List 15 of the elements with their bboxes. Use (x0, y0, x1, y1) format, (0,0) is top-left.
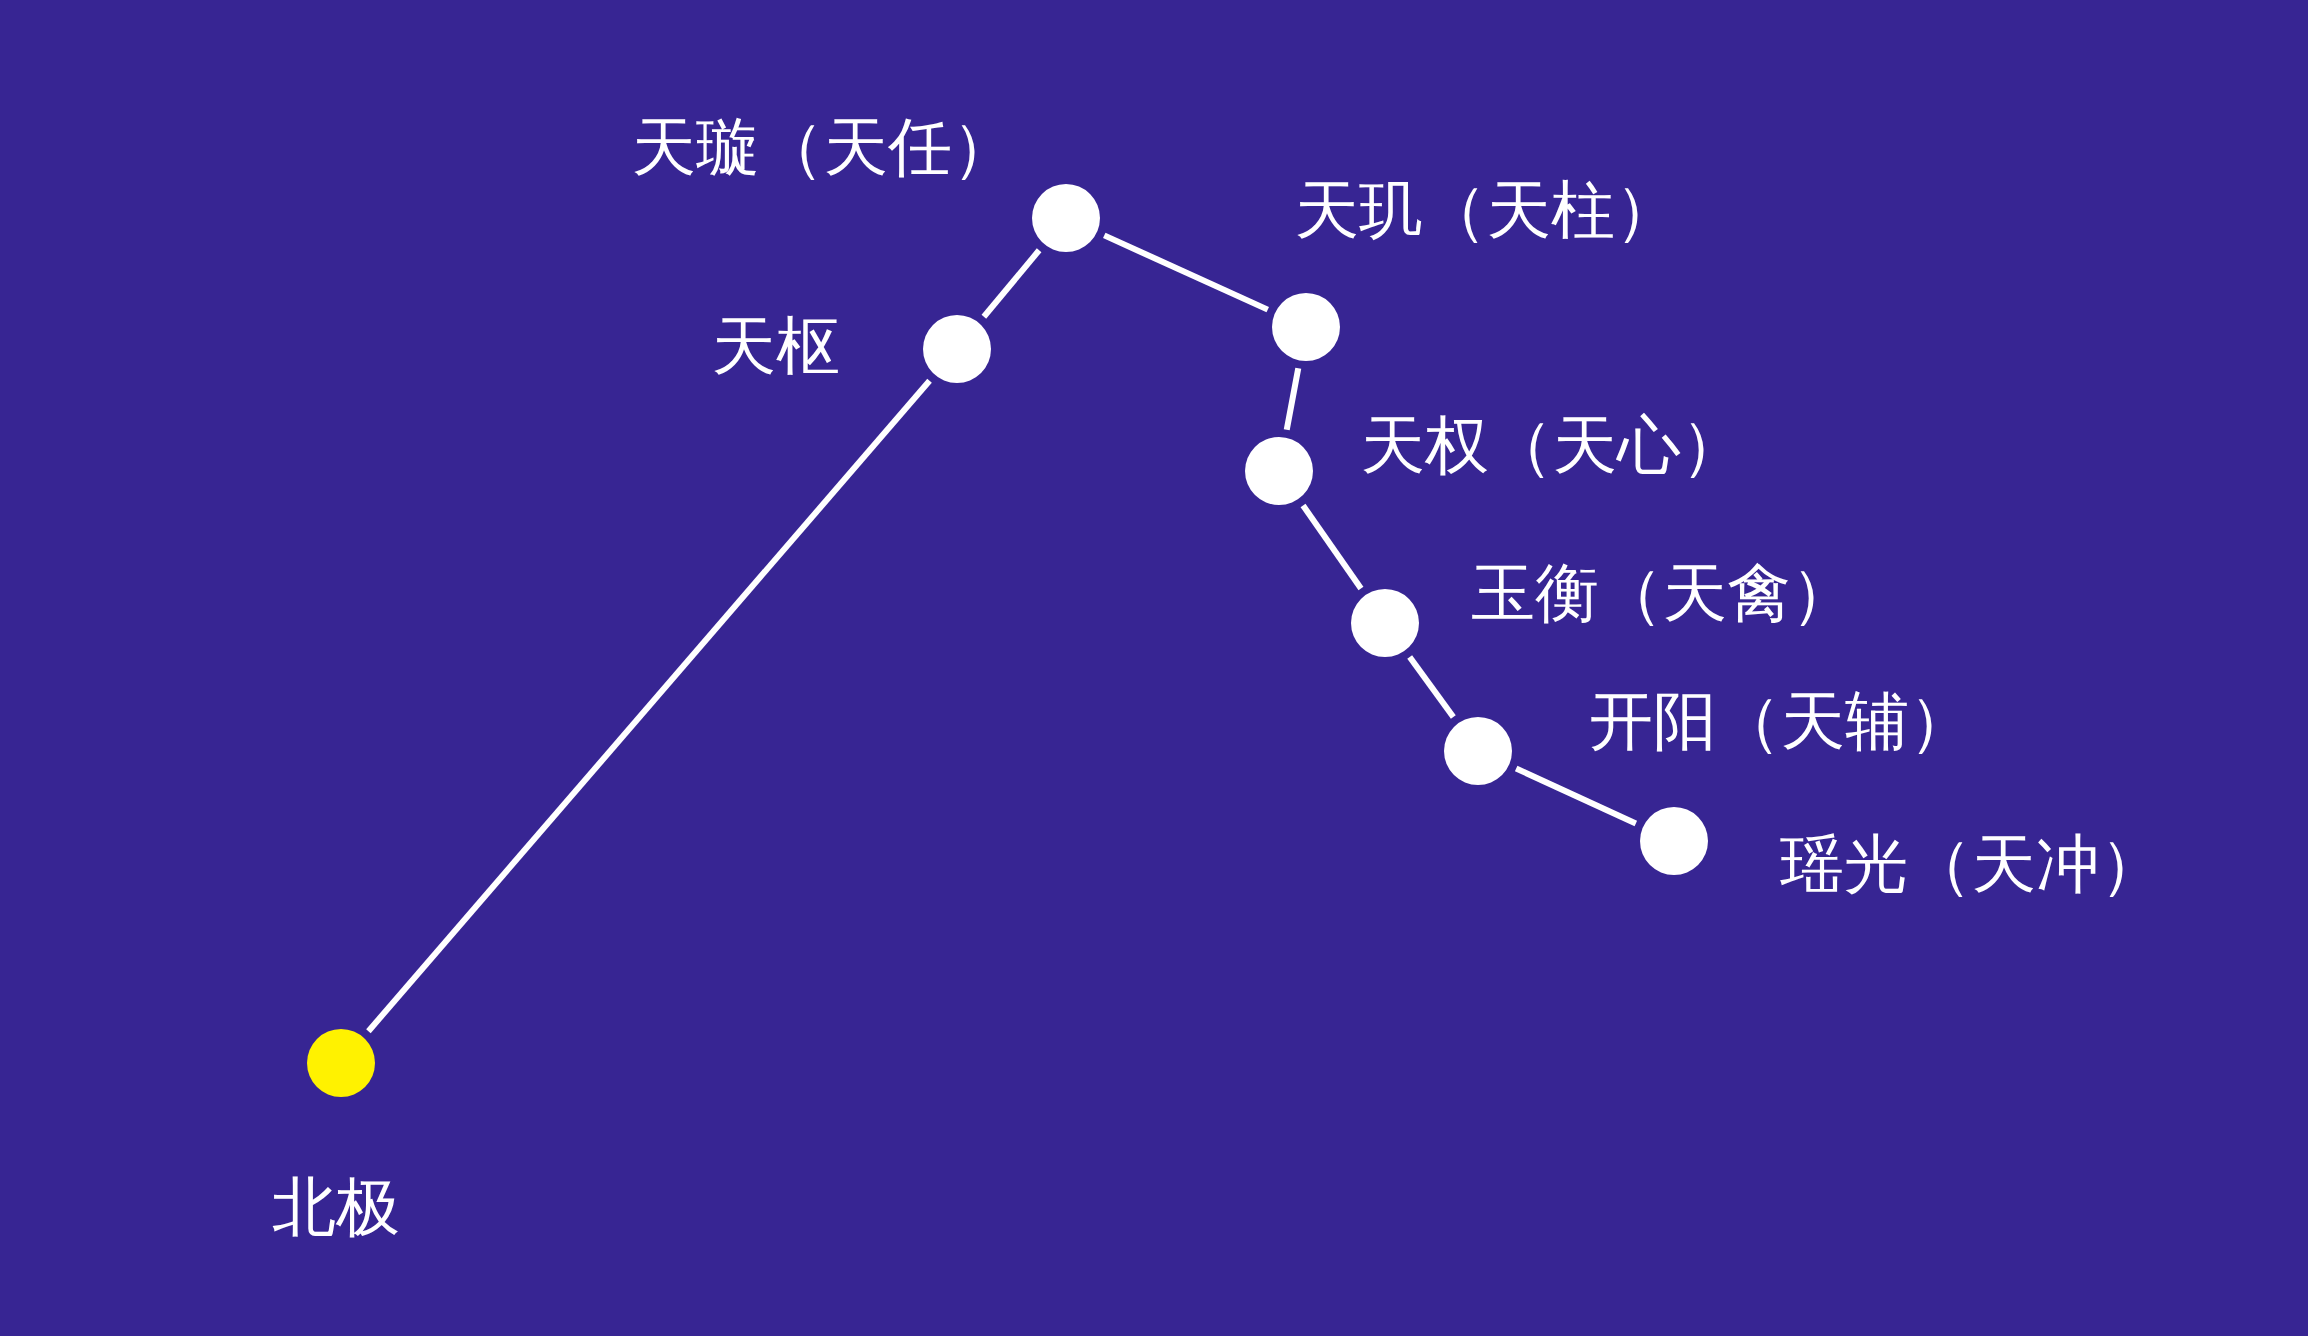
connector-line (1514, 765, 1638, 827)
star-label: 北极 (272, 1175, 400, 1239)
star-label: 天枢 (712, 314, 840, 378)
star-label: 天权（天心） (1361, 413, 1745, 477)
connector-line (1407, 655, 1456, 719)
star-label: 开阳（天辅） (1589, 689, 1973, 753)
connector-line (366, 378, 932, 1034)
connector-line (981, 248, 1042, 319)
star-label: 瑶光（天冲） (1780, 832, 2164, 896)
star-label: 天璇（天任） (632, 115, 1016, 179)
star-label: 天玑（天柱） (1295, 178, 1679, 242)
connector-line (1300, 503, 1364, 591)
connector-line (1103, 232, 1269, 313)
star-label: 玉衡（天禽） (1471, 561, 1855, 625)
connector-line (1283, 367, 1302, 431)
